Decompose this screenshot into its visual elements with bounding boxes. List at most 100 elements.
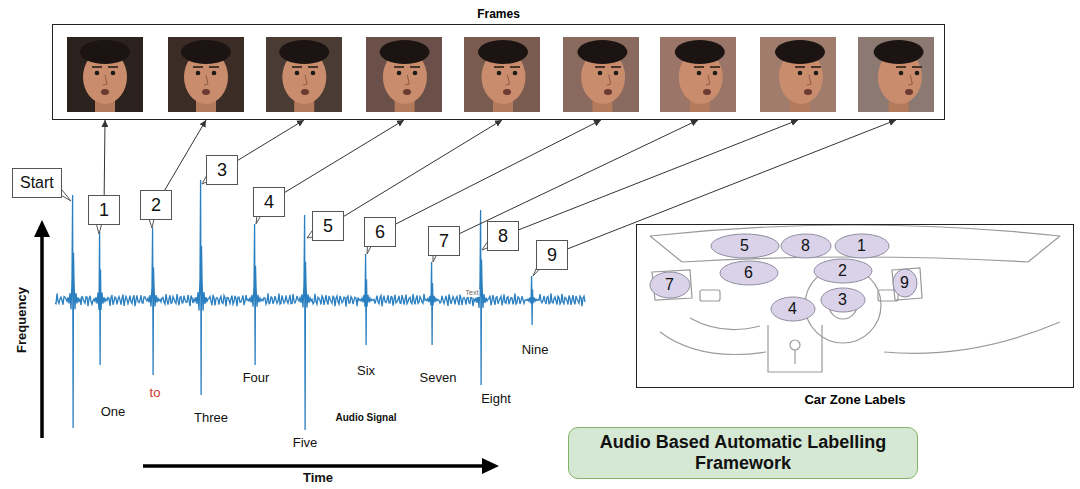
- gear-stick: [794, 350, 795, 364]
- mouth: [703, 89, 711, 95]
- mouth: [604, 89, 612, 95]
- eyebrow: [710, 66, 720, 68]
- word-label: Text: [465, 289, 480, 297]
- zone-ellipse-shape: [720, 261, 778, 285]
- axes: [34, 220, 499, 474]
- frame-arrow: [568, 120, 896, 249]
- hair: [478, 40, 528, 64]
- pillar-line: [1028, 236, 1060, 262]
- hair: [874, 40, 924, 64]
- callout-box: 4: [253, 187, 285, 217]
- zone-ellipse-shape: [771, 297, 815, 321]
- eye: [497, 71, 502, 76]
- nose: [706, 75, 710, 85]
- title-box: Audio Based Automatic Labelling Framewor…: [568, 427, 918, 479]
- face-frame: [563, 37, 639, 112]
- nose: [103, 75, 107, 85]
- box-heading: Frames: [53, 7, 944, 21]
- frame-arrow: [460, 120, 698, 233]
- node-text: 1: [857, 237, 866, 255]
- zone-ellipse: 3: [820, 287, 866, 313]
- node-text: 9: [900, 274, 909, 292]
- face-frame: [266, 37, 342, 112]
- node-text: 1: [99, 200, 109, 220]
- zone-ellipse-shape: [835, 234, 889, 258]
- eyebrow: [193, 66, 203, 68]
- word-label: Five: [292, 436, 319, 451]
- car-zone-panel: Car Zone Labels581762934: [636, 224, 1074, 388]
- axis-arrowhead: [34, 220, 50, 237]
- node-text: 2: [151, 195, 161, 215]
- nose: [607, 75, 611, 85]
- zone-ellipse: 7: [649, 271, 691, 299]
- word-label: Three: [193, 411, 229, 426]
- face-frame: [67, 37, 143, 112]
- face-frame: [858, 37, 934, 112]
- frequency-axis: [40, 234, 44, 438]
- node-text: 5: [323, 216, 333, 236]
- frames-box: Frames: [52, 24, 945, 120]
- axis-label: Frequency: [15, 286, 30, 354]
- hair: [775, 40, 825, 64]
- word-label: to: [149, 386, 162, 401]
- eye: [915, 71, 920, 76]
- mouth: [804, 89, 812, 95]
- frame-background: [660, 37, 736, 112]
- node-text: 3: [838, 291, 847, 309]
- vent-outline: [700, 290, 720, 301]
- frame-arrow: [104, 120, 106, 195]
- eyebrow: [912, 66, 922, 68]
- eye: [196, 71, 201, 76]
- car-interior-drawing: [650, 225, 1060, 372]
- face-frame: [464, 37, 540, 112]
- face-frame: [366, 37, 442, 112]
- frame-arrow: [165, 120, 206, 190]
- face-frame: [760, 37, 836, 112]
- frame-arrow: [238, 120, 304, 160]
- callout-box: 6: [364, 217, 396, 247]
- zone-ellipse: 9: [892, 268, 918, 298]
- zone-ellipse-shape: [650, 272, 690, 298]
- console-outline: [768, 325, 822, 372]
- callout-box: 2: [140, 190, 172, 220]
- mouth: [403, 89, 411, 95]
- callout-box: 9: [536, 240, 568, 270]
- eyebrow: [795, 66, 805, 68]
- nose: [204, 75, 208, 85]
- mirror-outline: [892, 268, 922, 300]
- node-text: 4: [264, 192, 274, 212]
- eyebrow: [209, 66, 219, 68]
- axis-label: Time: [302, 471, 334, 486]
- frame-background: [464, 37, 540, 112]
- node-text: 7: [665, 276, 674, 294]
- eyebrow: [410, 66, 420, 68]
- frame-background: [760, 37, 836, 112]
- zone-ellipse: 5: [710, 233, 780, 259]
- eyebrow: [595, 66, 605, 68]
- eye: [295, 71, 300, 76]
- zone-ellipse-shape: [821, 288, 865, 312]
- eye: [798, 71, 803, 76]
- node-text: 4: [788, 300, 797, 318]
- eye: [95, 71, 100, 76]
- pillar-line: [650, 236, 682, 262]
- zone-ellipse-shape: [893, 269, 917, 297]
- zone-ellipse: 4: [770, 296, 816, 322]
- eyebrow: [108, 66, 118, 68]
- word-label: Eight: [480, 392, 512, 407]
- callout-box: 8: [487, 221, 519, 251]
- zone-ellipse: 1: [834, 233, 890, 259]
- eye: [212, 71, 217, 76]
- eyebrow: [292, 66, 302, 68]
- zone-ellipse: 6: [719, 260, 779, 286]
- node-text: 3: [217, 160, 227, 180]
- eye: [814, 71, 819, 76]
- gear-knob: [790, 340, 800, 350]
- eye: [598, 71, 603, 76]
- frame-background: [67, 37, 143, 112]
- frame-arrow: [344, 120, 502, 216]
- dashboard-bottom: [660, 332, 766, 355]
